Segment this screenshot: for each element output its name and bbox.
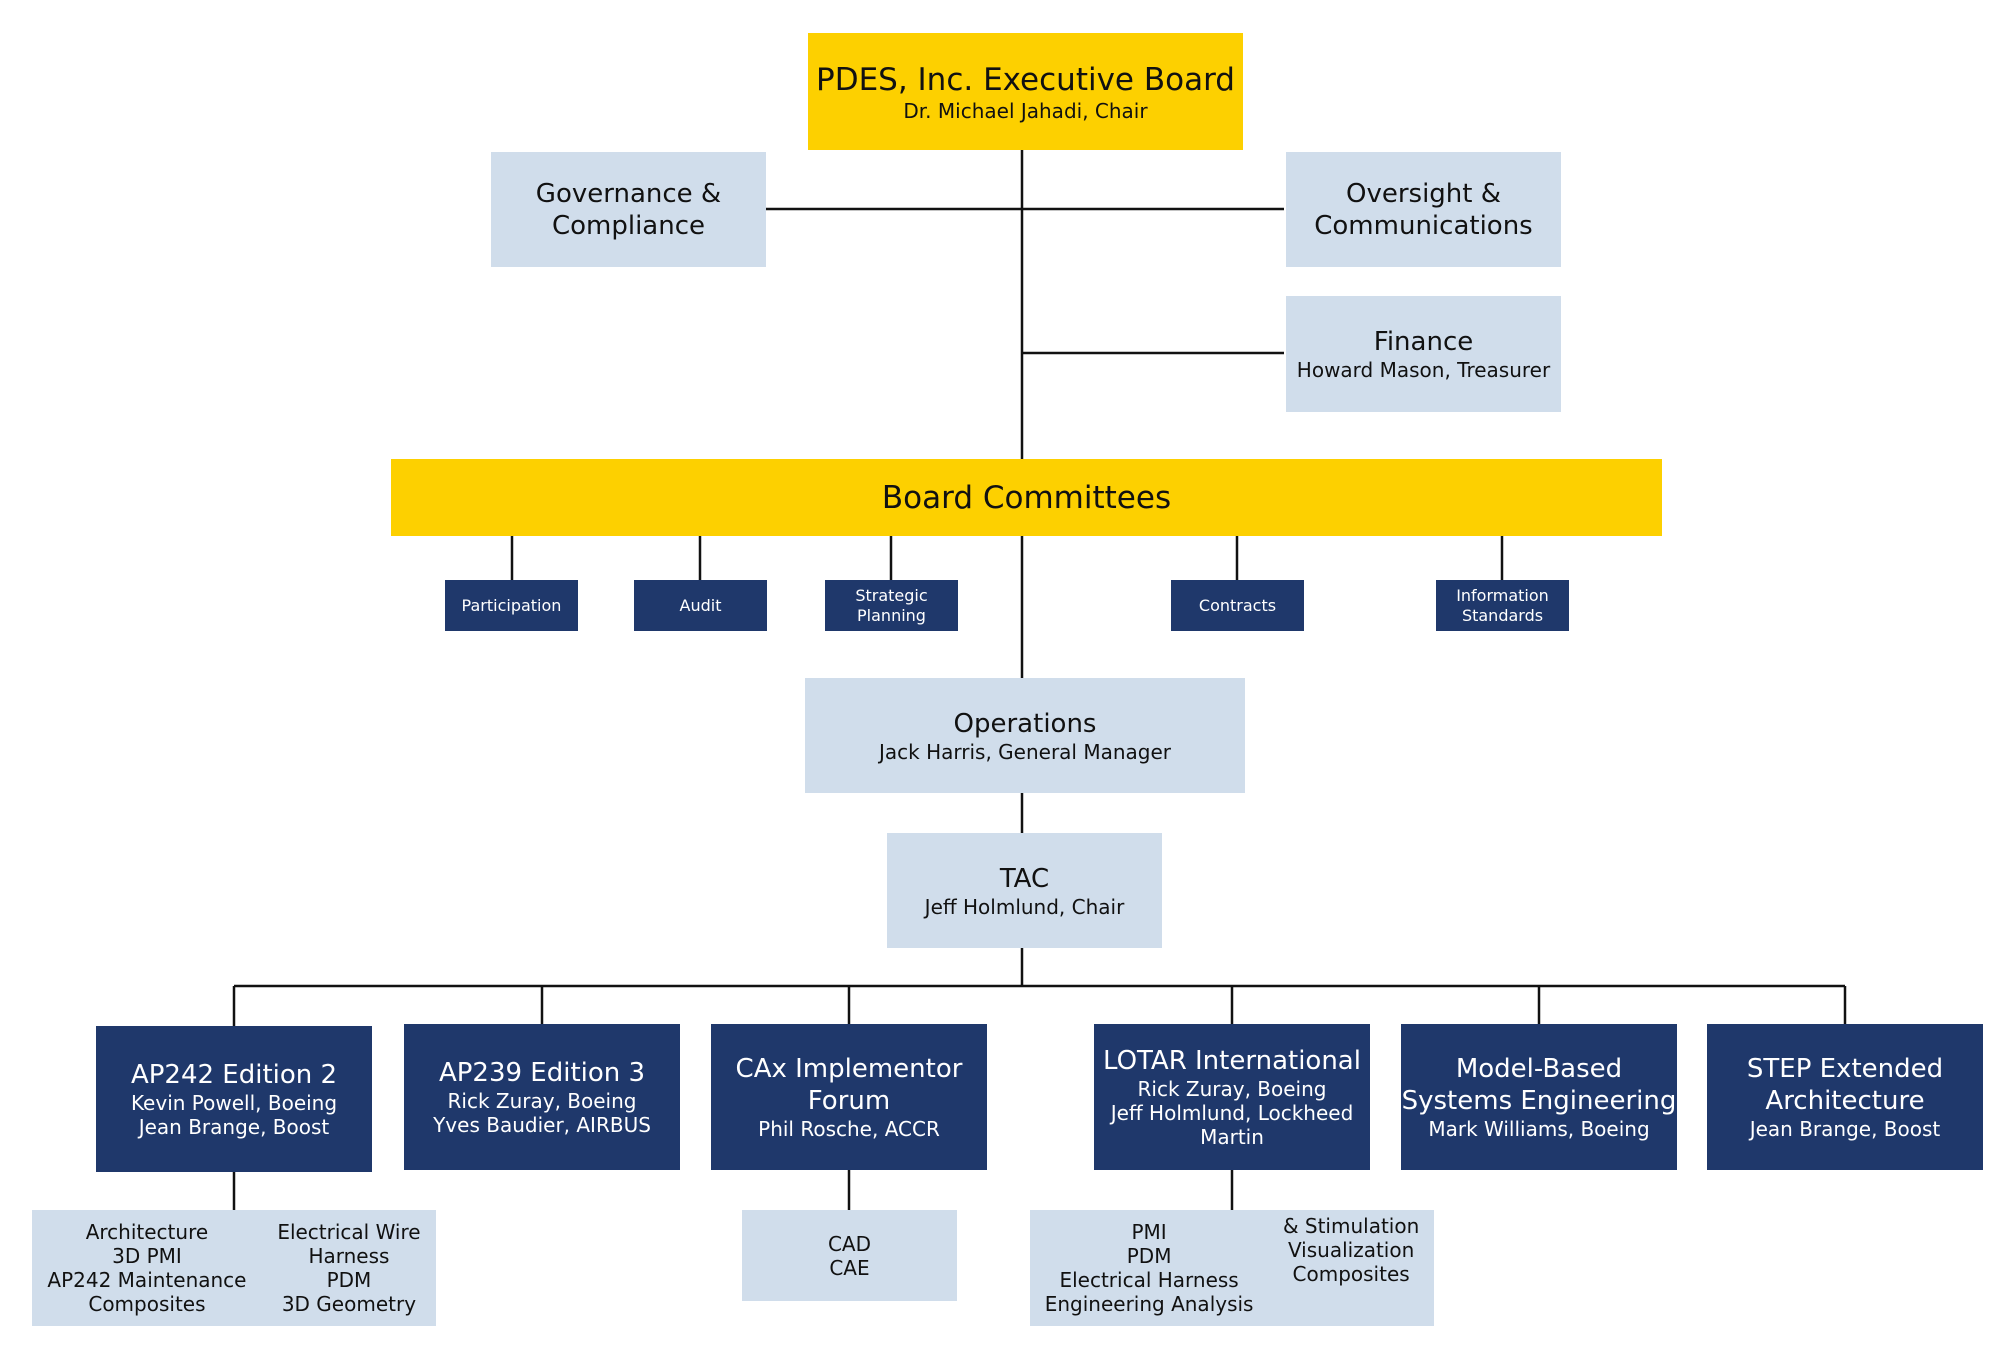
topic-item: & Stimulation xyxy=(1282,1214,1420,1238)
group-cax-implementor-forum: CAx Implementor Forum Phil Rosche, ACCR xyxy=(711,1024,987,1170)
ap242-topics-left: Architecture 3D PMI AP242 Maintenance Co… xyxy=(47,1220,246,1316)
committee-strategic-line-1: Strategic xyxy=(855,585,928,605)
finance-title: Finance xyxy=(1373,327,1474,357)
governance-box: Governance & Compliance xyxy=(491,152,766,267)
lotar-topics-box: PMI PDM Electrical Harness Engineering A… xyxy=(1030,1210,1434,1326)
group-lotar-person-1: Rick Zuray, Boeing xyxy=(1137,1077,1327,1101)
group-step-person-1: Jean Brange, Boost xyxy=(1749,1117,1941,1141)
topic-item: PMI xyxy=(1131,1220,1167,1244)
cax-topics-box: CAD CAE xyxy=(742,1210,957,1301)
group-mbse-title-line-2: Systems Engineering xyxy=(1401,1086,1677,1116)
group-lotar-title: LOTAR International xyxy=(1103,1046,1361,1076)
oversight-box: Oversight & Communications xyxy=(1286,152,1561,267)
governance-line-1: Governance & xyxy=(535,178,722,209)
committee-strategic-line-2: Planning xyxy=(857,605,926,625)
group-step-title-line-2: Architecture xyxy=(1765,1086,1925,1116)
group-ap242-person-1: Kevin Powell, Boeing xyxy=(130,1091,338,1115)
committee-audit: Audit xyxy=(634,580,767,631)
group-ap239-title: AP239 Edition 3 xyxy=(438,1058,646,1088)
operations-title: Operations xyxy=(953,708,1097,739)
topic-item: CAD xyxy=(827,1231,872,1256)
committee-contracts: Contracts xyxy=(1171,580,1304,631)
topic-item: 3D Geometry xyxy=(281,1292,417,1316)
committee-strategic-planning: Strategic Planning xyxy=(825,580,958,631)
group-ap242-title: AP242 Edition 2 xyxy=(130,1060,338,1090)
operations-manager: Jack Harris, General Manager xyxy=(878,739,1171,764)
group-lotar-person-2: Jeff Holmlund, Lockheed xyxy=(1110,1101,1354,1125)
executive-board-title: PDES, Inc. Executive Board xyxy=(816,61,1235,98)
oversight-line-1: Oversight & xyxy=(1345,178,1502,209)
topic-item: Electrical Wire xyxy=(277,1220,421,1244)
finance-box: Finance Howard Mason, Treasurer xyxy=(1286,296,1561,412)
committee-participation-label: Participation xyxy=(461,595,562,615)
committee-contracts-label: Contracts xyxy=(1198,595,1277,615)
topic-item: 3D PMI xyxy=(112,1244,182,1268)
group-step-title-line-1: STEP Extended xyxy=(1746,1054,1944,1084)
ap242-topics-right: Electrical Wire Harness PDM 3D Geometry xyxy=(277,1220,420,1316)
group-ap242-person-2: Jean Brange, Boost xyxy=(138,1115,330,1139)
topic-item: PDM xyxy=(326,1268,372,1292)
group-mbse-person-1: Mark Williams, Boeing xyxy=(1428,1117,1650,1141)
group-cax-person-1: Phil Rosche, ACCR xyxy=(758,1117,940,1141)
topic-item: Composites xyxy=(1292,1262,1410,1286)
governance-line-2: Compliance xyxy=(551,210,706,241)
group-lotar-person-2-cont: Martin xyxy=(1200,1125,1264,1149)
group-mbse-title-line-1: Model-Based xyxy=(1455,1054,1623,1084)
lotar-topics-left: PMI PDM Electrical Harness Engineering A… xyxy=(1045,1220,1254,1316)
oversight-line-2: Communications xyxy=(1314,210,1533,241)
group-ap239-person-2: Yves Baudier, AIRBUS xyxy=(433,1113,651,1137)
board-committees-title: Board Committees xyxy=(881,479,1172,516)
group-ap239-edition-3: AP239 Edition 3 Rick Zuray, Boeing Yves … xyxy=(404,1024,680,1170)
topic-item: AP242 Maintenance xyxy=(47,1268,247,1292)
committee-audit-label: Audit xyxy=(679,595,722,615)
topic-item: CAE xyxy=(829,1255,870,1280)
finance-treasurer: Howard Mason, Treasurer xyxy=(1296,358,1551,382)
topic-item: Engineering Analysis xyxy=(1044,1292,1254,1316)
board-committees-box: Board Committees xyxy=(391,459,1662,536)
committee-participation: Participation xyxy=(445,580,578,631)
tac-chair: Jeff Holmlund, Chair xyxy=(924,894,1125,919)
topic-item: Composites xyxy=(88,1292,206,1316)
ap242-topics-box: Architecture 3D PMI AP242 Maintenance Co… xyxy=(32,1210,436,1326)
committee-information-line-2: Standards xyxy=(1461,605,1544,625)
topic-item: Electrical Harness xyxy=(1059,1268,1239,1292)
topic-item: Architecture xyxy=(85,1220,209,1244)
group-step-extended-architecture: STEP Extended Architecture Jean Brange, … xyxy=(1707,1024,1983,1170)
group-lotar-international: LOTAR International Rick Zuray, Boeing J… xyxy=(1094,1024,1370,1170)
tac-box: TAC Jeff Holmlund, Chair xyxy=(887,833,1162,948)
committee-information-line-1: Information xyxy=(1456,585,1549,605)
executive-board-chair: Dr. Michael Jahadi, Chair xyxy=(903,98,1148,123)
group-cax-title-line-1: CAx Implementor xyxy=(735,1054,963,1084)
group-model-based-systems-engineering: Model-Based Systems Engineering Mark Wil… xyxy=(1401,1024,1677,1170)
topic-item: Visualization xyxy=(1287,1238,1415,1262)
executive-board-box: PDES, Inc. Executive Board Dr. Michael J… xyxy=(808,33,1243,150)
group-ap242-edition-2: AP242 Edition 2 Kevin Powell, Boeing Jea… xyxy=(96,1026,372,1172)
group-ap239-person-1: Rick Zuray, Boeing xyxy=(447,1089,637,1113)
group-cax-title-line-2: Forum xyxy=(807,1086,891,1116)
committee-information-standards: Information Standards xyxy=(1436,580,1569,631)
topic-item: Harness xyxy=(308,1244,390,1268)
tac-title: TAC xyxy=(999,863,1050,894)
operations-box: Operations Jack Harris, General Manager xyxy=(805,678,1245,793)
lotar-topics-right: & Stimulation Visualization Composites xyxy=(1283,1214,1419,1286)
topic-item: PDM xyxy=(1126,1244,1172,1268)
